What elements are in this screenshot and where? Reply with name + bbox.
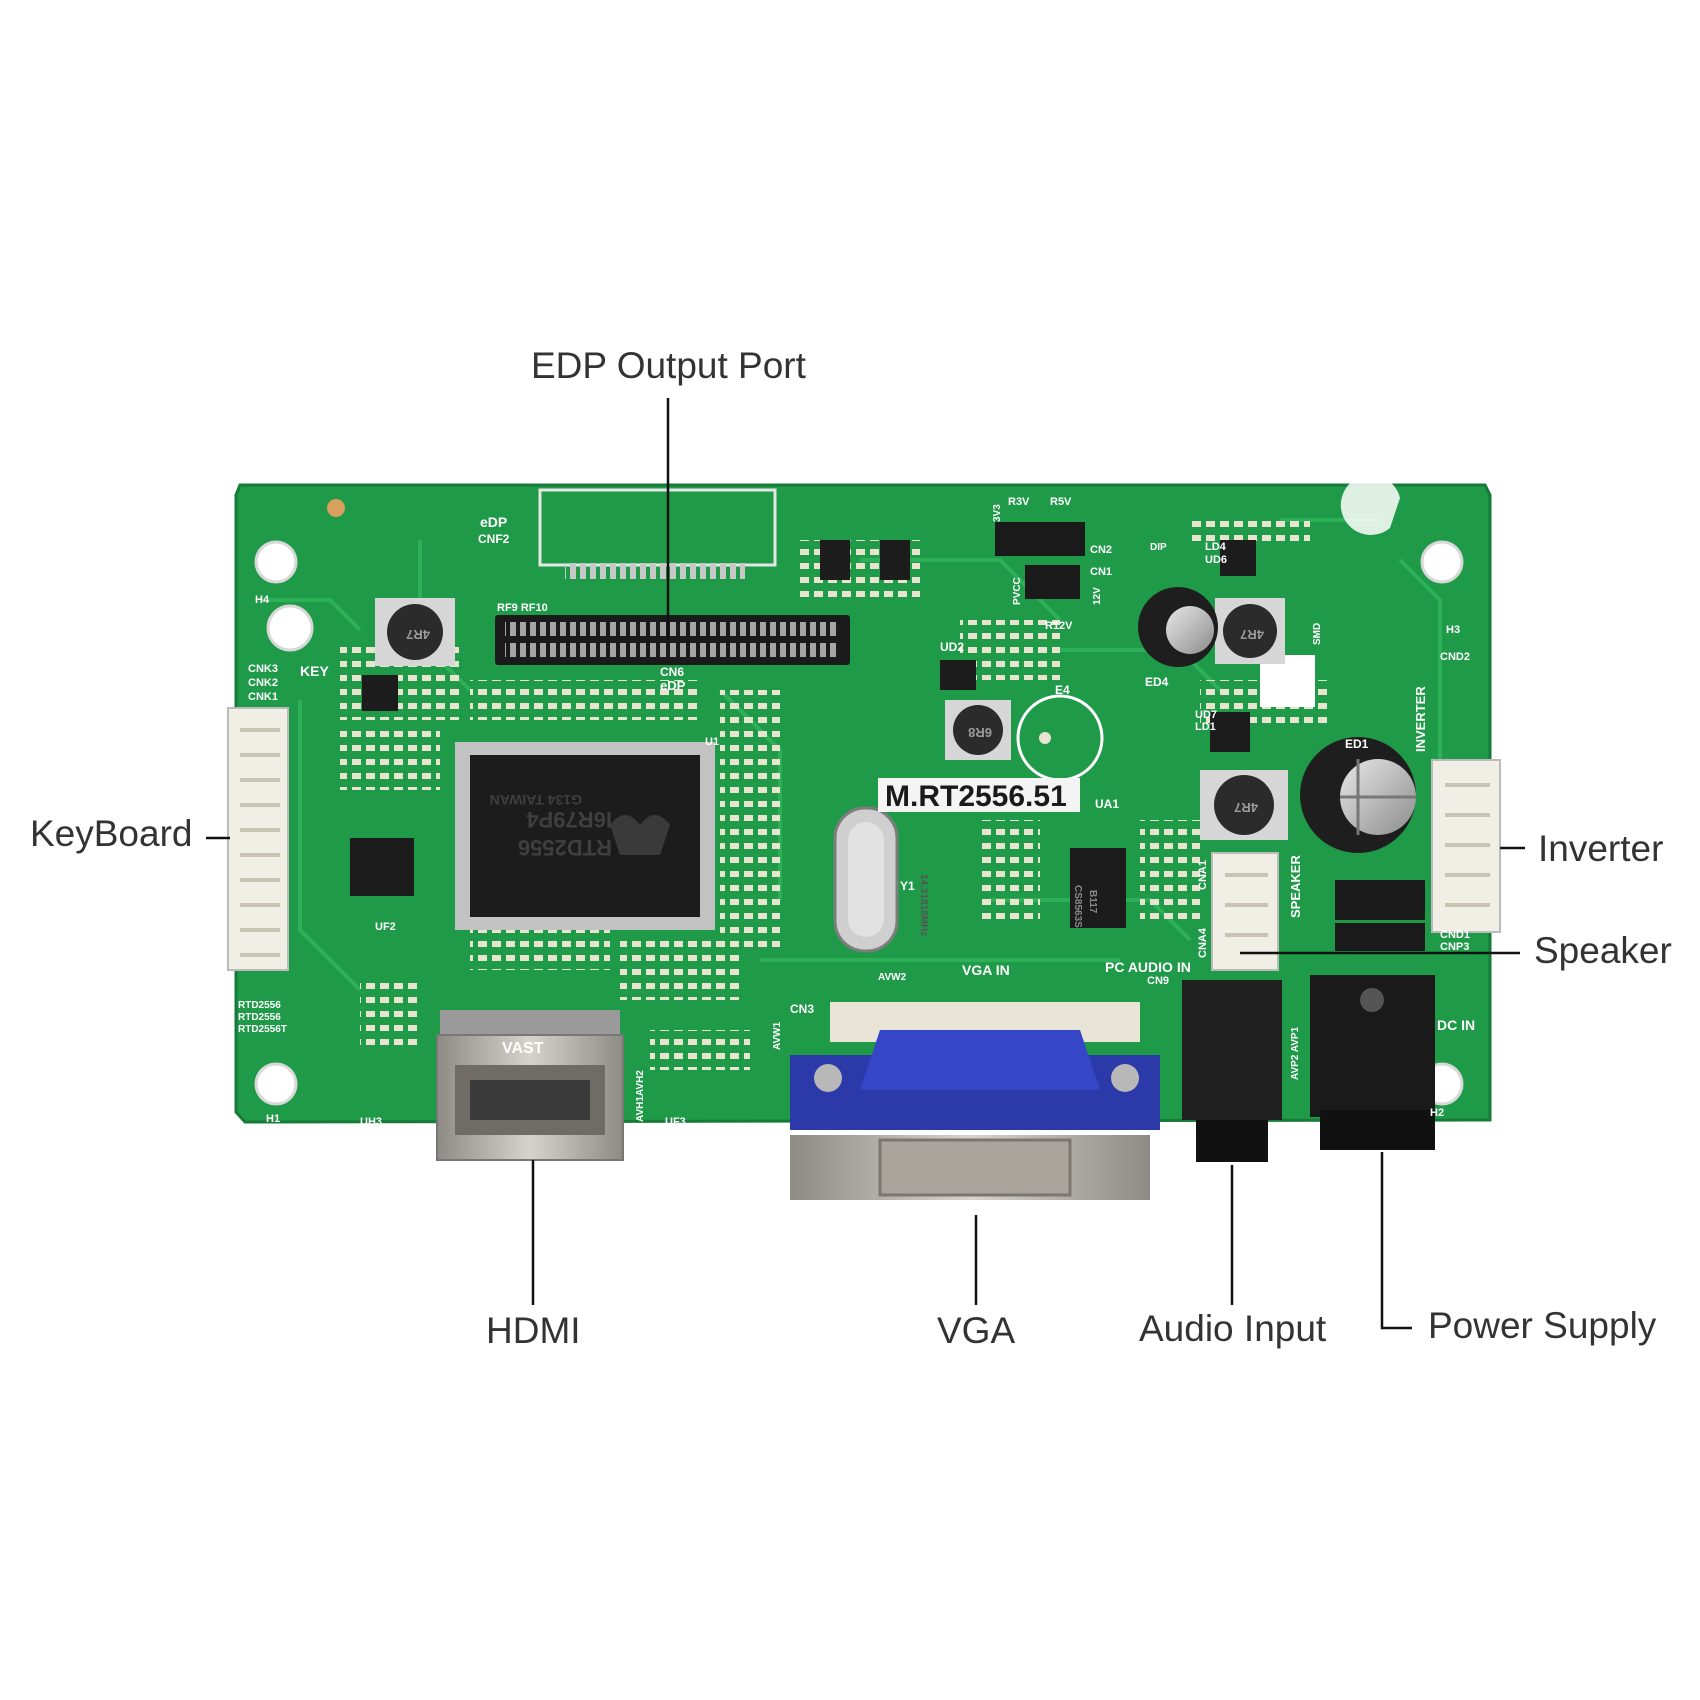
silk-h2: H2 <box>1430 1107 1444 1119</box>
leader-lines <box>206 398 1525 1330</box>
silk-h4: H4 <box>255 594 270 606</box>
silk-cnp3: CNP3 <box>1440 941 1469 953</box>
main-chip-code: I6R79P4 <box>526 807 612 832</box>
silk-rtd-2: RTD2556 <box>238 1012 281 1023</box>
mounting-holes <box>254 540 1464 1106</box>
silk-cn2: CN2 <box>1090 544 1112 556</box>
callout-power-supply: Power Supply <box>1428 1305 1657 1346</box>
silk-cna4: CNA4 <box>1197 927 1209 958</box>
silk-uf3: UF3 <box>665 1116 686 1128</box>
silk-cnk2: CNK2 <box>248 677 278 689</box>
silk-inductor-4: 4R7 <box>1234 800 1258 815</box>
silk-amp-chip: CS8563S <box>1072 885 1083 928</box>
silk-cn9: CN9 <box>1147 975 1169 987</box>
main-chip-origin: G134 TAIWAN <box>490 792 582 808</box>
vga-port <box>790 1002 1160 1200</box>
silk-cnk1: CNK1 <box>248 691 278 703</box>
silk-inductor-1: 4R7 <box>406 627 430 642</box>
silk-avh: AVH1AVH2 <box>635 1070 646 1122</box>
silk-r12v: R12V <box>1045 620 1073 632</box>
silk-r3v: R3V <box>1008 496 1030 508</box>
main-chip <box>455 742 715 930</box>
board-model: M.RT2556.51 <box>885 780 1067 813</box>
silk-inductor-2: 4R7 <box>1240 627 1264 642</box>
silk-avw2: AVW2 <box>878 972 907 983</box>
silk-crystal: 14.31818MHz <box>918 874 929 936</box>
silk-cn3: CN3 <box>790 1002 814 1016</box>
silk-cna1: CNA1 <box>1197 860 1209 890</box>
silk-edp-2: eDP <box>660 678 686 693</box>
silk-h1: H1 <box>266 1113 280 1125</box>
silk-uf2: UF2 <box>375 921 396 933</box>
silk-avw1: AVW1 <box>772 1021 783 1050</box>
keyboard-connector <box>227 707 289 971</box>
silk-rtd-3: RTD2556T <box>238 1024 287 1035</box>
silk-u1: U1 <box>705 736 719 748</box>
silk-ud6: UD6 <box>1205 554 1227 566</box>
edp-connector <box>495 488 850 665</box>
silk-ld1: LD1 <box>1195 721 1216 733</box>
inductors <box>375 598 1288 840</box>
callout-audio-input: Audio Input <box>1139 1308 1327 1349</box>
silk-e4: E4 <box>1055 683 1070 697</box>
silk-smd: SMD <box>1312 623 1323 645</box>
callout-hdmi: HDMI <box>486 1310 581 1351</box>
silk-dc-in: DC IN <box>1437 1017 1475 1033</box>
silk-ua1: UA1 <box>1095 797 1119 811</box>
silk-pvcc: PVCC <box>1012 577 1023 605</box>
ic-chips <box>350 540 1256 928</box>
dc-jack <box>1310 975 1435 1150</box>
silk-ed4: ED4 <box>1145 675 1169 689</box>
silk-edp: eDP <box>480 514 507 530</box>
silk-y1: Y1 <box>900 879 915 893</box>
silk-inverter: INVERTER <box>1413 686 1428 752</box>
silk-cnf2: CNF2 <box>478 532 510 546</box>
silk-uh3: UH3 <box>360 1116 382 1128</box>
silk-12v: 12V <box>1092 587 1103 605</box>
main-chip-label: RTD2556 <box>518 835 612 860</box>
silk-rtd-1: RTD2556 <box>238 1000 281 1011</box>
crystal <box>833 806 899 953</box>
silk-ud7: UD7 <box>1195 709 1217 721</box>
silk-3v3: 3V3 <box>992 504 1003 522</box>
callout-vga: VGA <box>937 1310 1016 1351</box>
silk-ld4: LD4 <box>1205 541 1227 553</box>
silk-inductor-3: 6R8 <box>968 725 992 740</box>
silk-dip: DIP <box>1150 542 1167 553</box>
callout-inverter: Inverter <box>1538 828 1664 869</box>
silk-cn6: CN6 <box>660 665 684 679</box>
silk-cnd1: CND1 <box>1440 929 1470 941</box>
speaker-connector <box>1211 852 1425 971</box>
silk-cn1: CN1 <box>1090 566 1112 578</box>
silk-cnd2: CND2 <box>1440 651 1470 663</box>
capacitors <box>1138 587 1416 853</box>
silk-pc-audio-in: PC AUDIO IN <box>1105 959 1191 975</box>
silk-h3: H3 <box>1446 624 1460 636</box>
silk-avp: AVP2 AVP1 <box>1290 1026 1301 1080</box>
jumper-headers <box>995 522 1315 707</box>
silk-ed1: ED1 <box>1345 737 1369 751</box>
audio-jack <box>1182 980 1282 1162</box>
silk-r5v: R5V <box>1050 496 1072 508</box>
hdmi-port <box>436 1010 624 1161</box>
silk-cnk3: CNK3 <box>248 663 278 675</box>
silk-amp-code: B117 <box>1087 890 1098 914</box>
silk-ud2: UD2 <box>940 640 964 654</box>
callout-edp-output-port: EDP Output Port <box>531 345 806 386</box>
silk-key: KEY <box>300 663 329 679</box>
silk-rf: RF9 RF10 <box>497 602 548 614</box>
callout-keyboard: KeyBoard <box>30 813 193 854</box>
inverter-connector <box>1431 759 1501 933</box>
silk-speaker: SPEAKER <box>1288 855 1303 918</box>
hdmi-brand: VAST <box>502 1040 544 1057</box>
fiducial <box>327 499 345 517</box>
silkscreen: M.RT2556.51 RTD2556 I6R79P4 G134 TAIWAN … <box>238 496 1475 1128</box>
silk-vga-in: VGA IN <box>962 962 1010 978</box>
callout-speaker: Speaker <box>1534 930 1672 971</box>
